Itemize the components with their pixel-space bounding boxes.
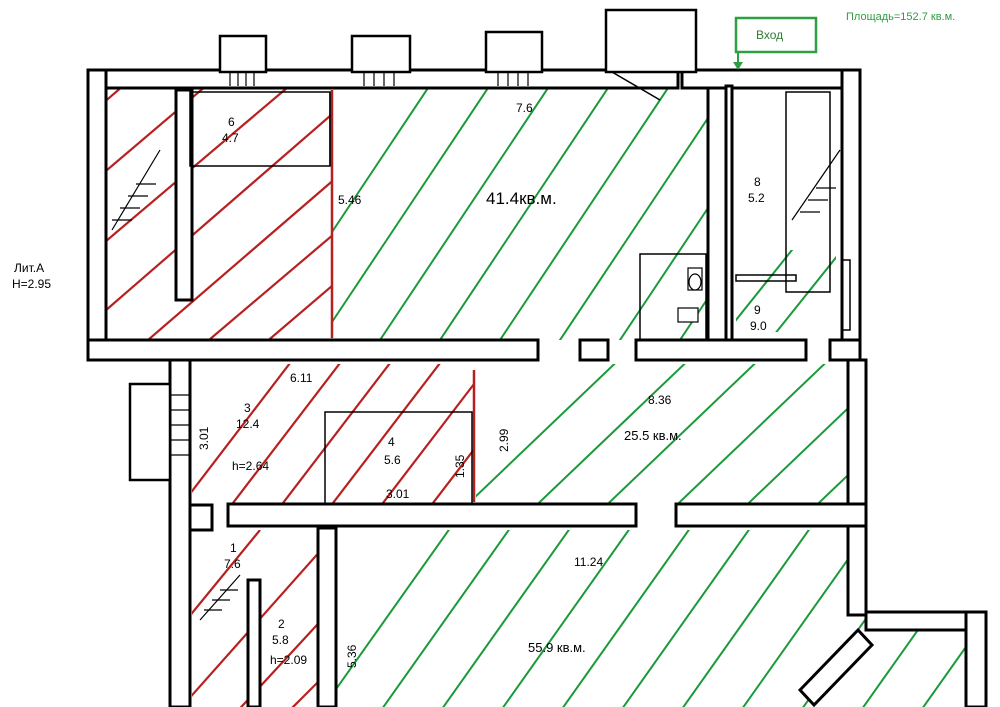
height-209: h=2.09	[270, 653, 307, 667]
dim-299: 2.99	[497, 428, 511, 452]
dim-301-bottom: 3.01	[386, 487, 410, 501]
green-hatch-main	[332, 88, 708, 340]
toilet-icon	[677, 267, 703, 323]
room4-number: 4	[388, 435, 395, 449]
green-hatch-bottom	[336, 530, 985, 707]
room6-number: 6	[228, 115, 235, 129]
dim-836: 8.36	[648, 393, 672, 407]
bottom-area-label: 55.9 кв.м.	[528, 640, 586, 655]
interior-lines	[189, 71, 851, 505]
height-264: h=2.64	[232, 459, 269, 473]
building-height: Н=2.95	[12, 277, 51, 291]
room9-area: 9.0	[750, 319, 767, 333]
dim-301-vertical: 3.01	[197, 426, 211, 450]
dim-546: 5.46	[338, 193, 362, 207]
room2-area: 5.8	[272, 633, 289, 647]
dim-135: 1.35	[453, 454, 467, 478]
total-area-label: Площадь=152.7 кв.м.	[846, 11, 955, 23]
window-ticks	[170, 72, 529, 456]
labels: Площадь=152.7 кв.м. Лит.А Н=2.95 41.4кв.…	[12, 11, 955, 668]
dim-611: 6.11	[290, 371, 313, 385]
room1-number: 1	[230, 541, 237, 555]
room8-area: 5.2	[748, 191, 765, 205]
entrance-box	[734, 16, 818, 54]
room8-number: 8	[754, 175, 761, 189]
entrance-arrowhead	[733, 62, 743, 70]
room3-number: 3	[244, 401, 251, 415]
red-hatch-room3	[192, 364, 474, 504]
stairs	[111, 149, 841, 621]
room4-area: 5.6	[384, 453, 401, 467]
walls	[86, 68, 988, 707]
green-hatch-hall	[476, 364, 848, 504]
entrance-sign: Вход	[733, 16, 818, 70]
main-area-label: 41.4кв.м.	[486, 189, 557, 208]
dim-536: 5.36	[345, 644, 359, 668]
entrance-label: Вход	[756, 28, 783, 42]
hall-area-label: 25.5 кв.м.	[624, 428, 682, 443]
top-window-bays	[128, 8, 698, 482]
room6-area: 4.7	[222, 131, 239, 145]
room2-number: 2	[278, 617, 285, 631]
room1-area: 7.6	[224, 557, 241, 571]
building-letter: Лит.А	[14, 261, 44, 275]
room3-area: 12.4	[236, 417, 260, 431]
dim-top: 7.6	[516, 101, 533, 115]
room9-number: 9	[754, 303, 761, 317]
dim-1124: 11.24	[574, 555, 603, 569]
